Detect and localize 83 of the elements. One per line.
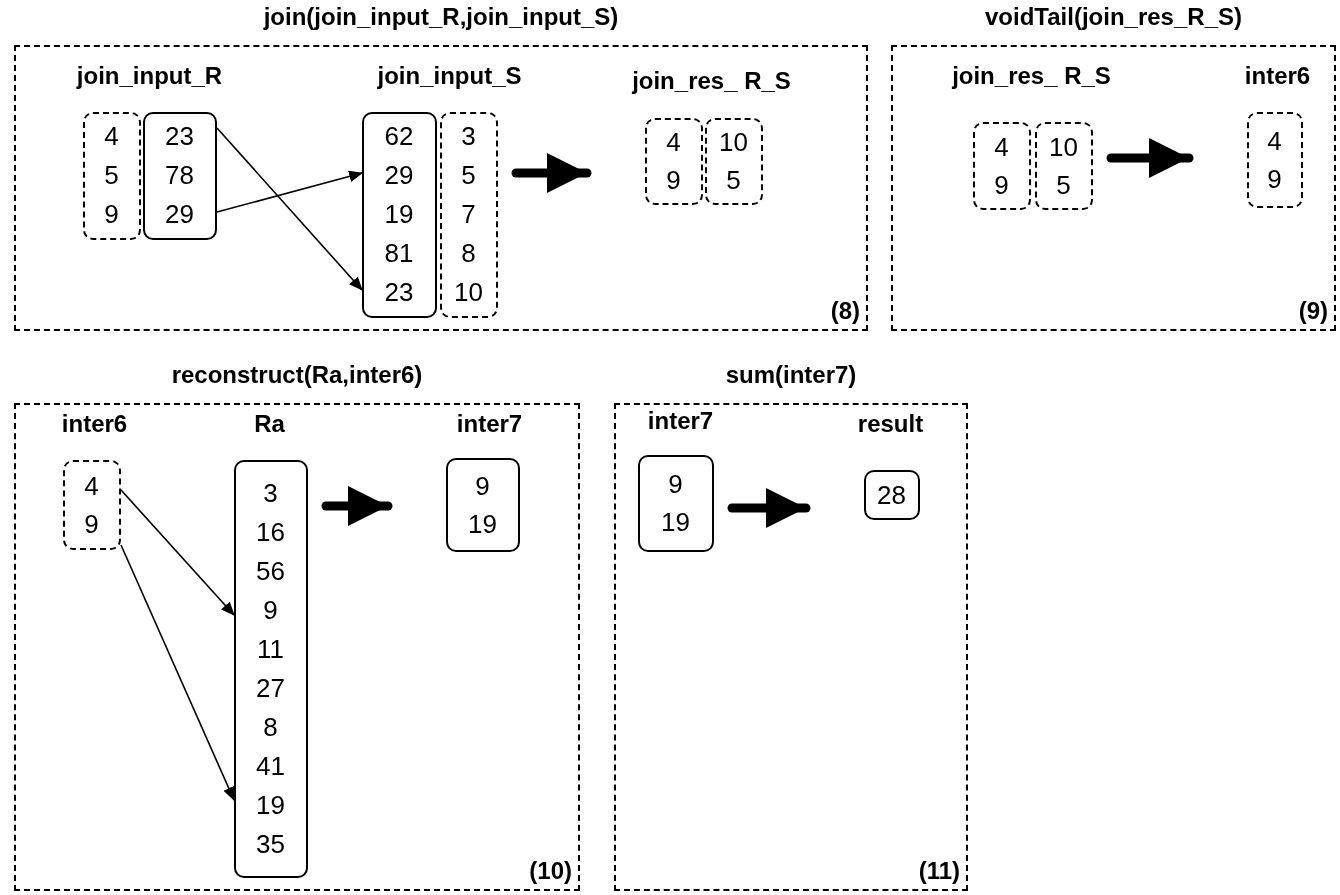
value-column	[704, 117, 763, 205]
arrow	[216, 127, 363, 291]
value-column	[637, 454, 714, 552]
value-text: 27	[256, 671, 285, 705]
column-heading: join_input_S	[377, 61, 522, 90]
value-column	[82, 111, 141, 240]
value-text: 23	[165, 120, 194, 153]
arrow	[727, 488, 811, 528]
value-text: 3	[461, 120, 476, 153]
value-text: 56	[256, 554, 285, 588]
arrow	[120, 489, 235, 616]
value-text: 5	[104, 159, 119, 192]
column-heading: join_res_ R_S	[632, 66, 791, 95]
column-heading: inter7	[647, 406, 714, 435]
value-text: 41	[256, 749, 285, 783]
value-column	[361, 111, 437, 318]
arrow	[511, 153, 592, 193]
column-heading: Ra	[254, 409, 285, 438]
value-column	[644, 117, 703, 205]
value-text: 9	[84, 507, 99, 541]
value-text: 62	[384, 120, 414, 153]
value-text: 16	[256, 515, 285, 549]
column-heading: inter6	[61, 409, 128, 438]
column-heading: result	[857, 409, 924, 438]
column-heading: inter7	[456, 409, 523, 438]
value-text: 19	[384, 198, 414, 231]
arrow	[1106, 138, 1194, 178]
value-text: 4	[104, 120, 119, 153]
value-text: 4	[84, 469, 99, 503]
value-column	[62, 459, 121, 550]
value-text: 5	[461, 159, 476, 192]
value-column	[1246, 111, 1303, 208]
value-text: 29	[384, 159, 414, 192]
value-text: 8	[461, 237, 476, 270]
value-column	[1034, 121, 1093, 210]
frame-title: reconstruct(Ra,inter6)	[171, 361, 423, 389]
value-text: 23	[384, 276, 414, 309]
value-text: 8	[263, 710, 278, 744]
value-text: 10	[719, 126, 748, 159]
column-heading: join_input_R	[76, 61, 223, 90]
value-column	[863, 469, 920, 520]
value-text: 9	[666, 164, 681, 197]
value-column	[142, 111, 217, 240]
arrow	[321, 486, 393, 526]
value-text: 29	[165, 198, 194, 231]
value-text: 19	[661, 506, 690, 539]
value-text: 9	[1267, 162, 1282, 196]
step-number: (9)	[1298, 297, 1328, 325]
value-column	[439, 111, 498, 318]
column-heading: inter6	[1244, 61, 1311, 90]
value-text: 10	[1049, 130, 1078, 164]
frame-title: join(join_input_R,join_input_S)	[263, 3, 619, 31]
value-text: 4	[994, 130, 1009, 164]
value-text: 78	[165, 159, 194, 192]
value-column	[972, 121, 1031, 210]
value-text: 81	[384, 237, 414, 270]
value-text: 35	[256, 827, 285, 861]
value-text: 4	[1267, 124, 1282, 158]
arrow	[216, 170, 364, 213]
value-text: 28	[877, 478, 906, 512]
value-text: 9	[263, 593, 278, 627]
value-text: 11	[257, 632, 284, 666]
value-text: 9	[994, 168, 1009, 202]
step-number: (10)	[529, 857, 572, 885]
value-text: 3	[263, 476, 278, 510]
frame-title: sum(inter7)	[725, 361, 857, 389]
frame-title: voidTail(join_res_R_S)	[985, 3, 1242, 31]
value-text: 19	[468, 507, 497, 541]
value-text: 7	[461, 198, 476, 231]
value-text: 19	[256, 788, 285, 822]
value-text: 4	[666, 126, 681, 159]
step-number: (8)	[830, 297, 860, 325]
column-heading: join_res_ R_S	[952, 61, 1111, 90]
value-text: 9	[668, 468, 683, 501]
value-text: 5	[1056, 168, 1071, 202]
value-text: 5	[726, 164, 741, 197]
value-column	[233, 459, 308, 878]
value-text: 9	[475, 469, 490, 503]
arrow	[120, 544, 235, 802]
value-column	[445, 457, 520, 552]
value-text: 9	[104, 198, 119, 231]
value-text: 10	[454, 276, 483, 309]
step-number: (11)	[918, 857, 960, 885]
